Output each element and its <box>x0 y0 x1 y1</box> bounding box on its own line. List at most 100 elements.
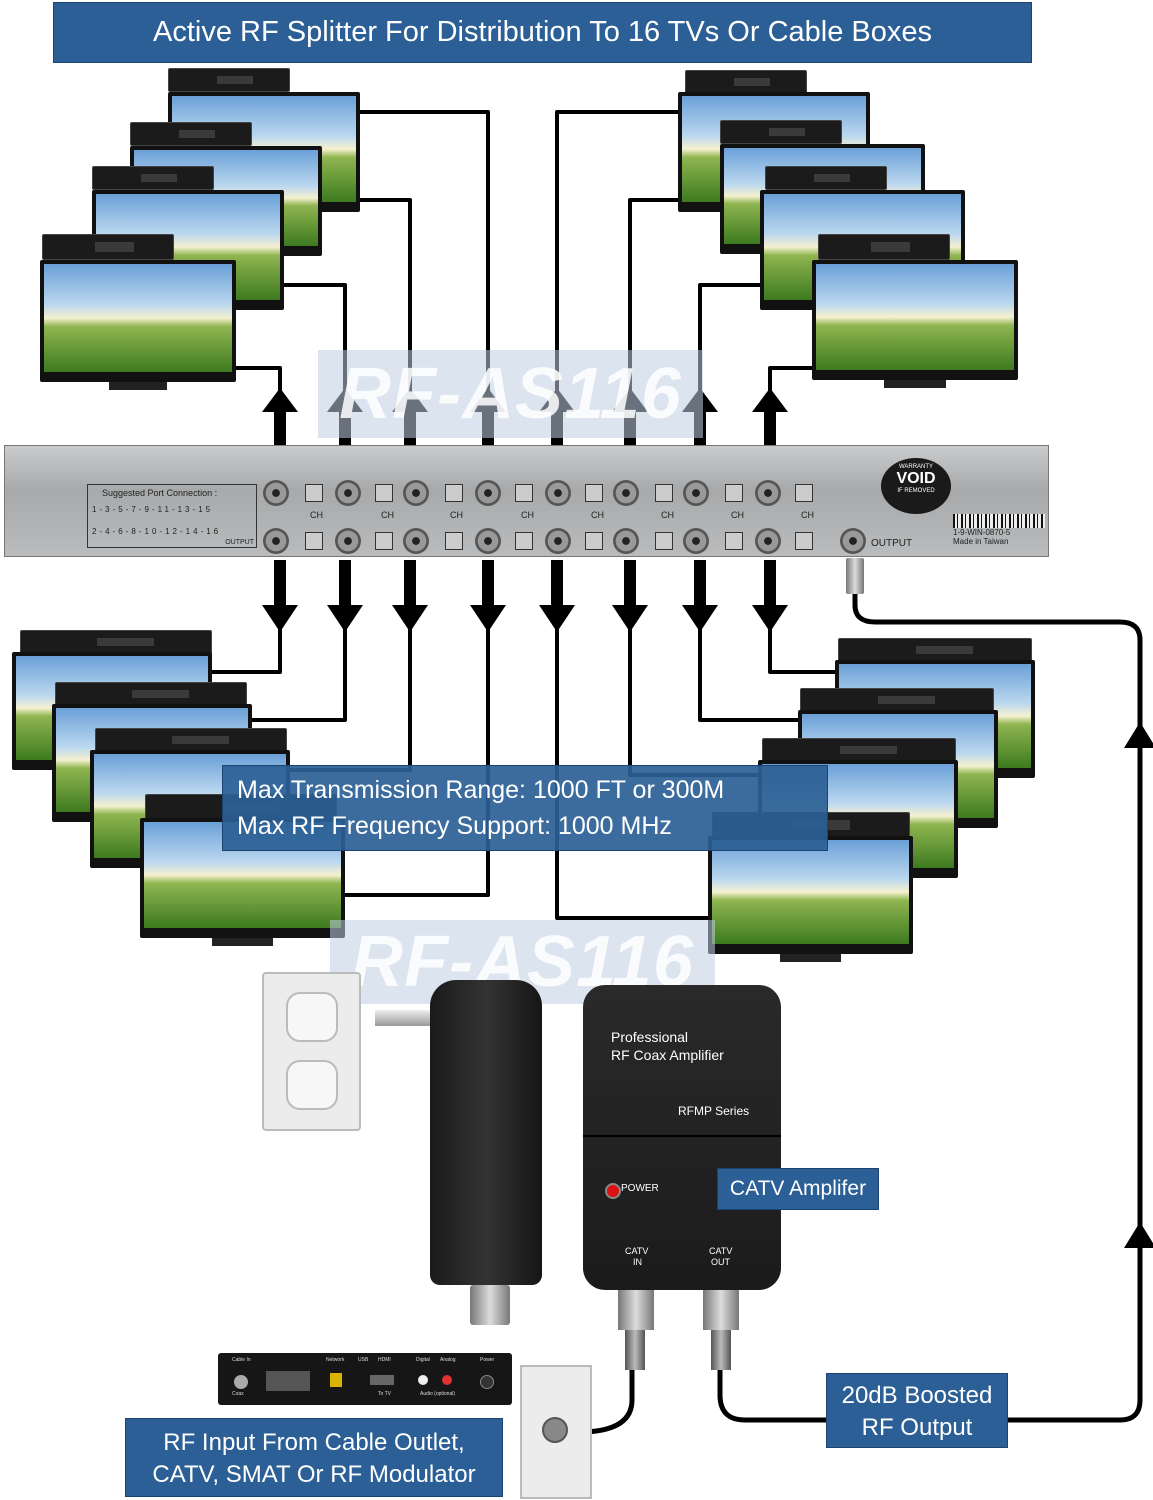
port-num: 13 <box>177 505 193 514</box>
cable-box-label: Audio (optional) <box>420 1391 456 1397</box>
cable-box-label: Coax <box>232 1391 244 1397</box>
down-arrow <box>612 560 648 632</box>
ch-label: CH <box>310 510 323 520</box>
port-num: 3 <box>105 505 113 514</box>
ch-label: CH <box>731 510 744 520</box>
ch-label: CH <box>521 510 534 520</box>
led-window <box>515 532 533 550</box>
return-arrow-up <box>1124 1222 1153 1248</box>
led-window <box>725 484 743 502</box>
port-num: 4 <box>105 527 113 536</box>
rf-input-label: RF Input From Cable Outlet, CATV, SMAT O… <box>125 1418 503 1497</box>
barcode-label: 1-9-WIN-0870-5 Made in Taiwan <box>953 514 1045 552</box>
tv <box>812 260 1018 388</box>
down-arrow <box>682 560 718 632</box>
set-top-box <box>20 630 212 654</box>
amp-brand-line1: Professional <box>611 1029 689 1045</box>
amp-series: RFMP Series <box>678 1104 750 1118</box>
set-top-box <box>838 638 1032 662</box>
watermark-model: RF-AS116 <box>318 350 703 438</box>
set-top-box <box>130 122 252 146</box>
suggested-bottom-ports: 2-4-6-8-10-12-14-16 <box>92 527 222 536</box>
coax-connector-icon <box>846 558 864 594</box>
led-window <box>375 484 393 502</box>
rf-splitter-rack: Suggested Port Connection : 1-3-5-7-9-11… <box>4 445 1049 557</box>
set-top-box <box>720 120 842 144</box>
down-arrow <box>470 560 506 632</box>
set-top-box <box>800 688 994 712</box>
rf-port <box>335 480 361 506</box>
led-window <box>795 532 813 550</box>
cable-box-label: Power <box>480 1357 495 1363</box>
cable-port-1 <box>230 366 282 400</box>
barcode-icon <box>953 514 1045 528</box>
rf-port <box>755 480 781 506</box>
led-window <box>795 484 813 502</box>
led-window <box>585 484 603 502</box>
suggested-top-ports: 1-3-5-7-9-11-13-15 <box>92 505 214 514</box>
tv <box>40 260 236 390</box>
led-window <box>445 532 463 550</box>
warranty-seal: WARRANTY VOID IF REMOVED <box>881 458 951 514</box>
spec-frequency: Max RF Frequency Support: 1000 MHz <box>237 812 672 840</box>
down-arrow <box>262 560 298 632</box>
port-num: 2 <box>92 527 100 536</box>
port-num: 14 <box>185 527 201 536</box>
specs-banner: Max Transmission Range: 1000 FT or 300M … <box>222 765 828 851</box>
catv-amplifier: Professional RF Coax Amplifier RFMP Seri… <box>583 985 781 1290</box>
set-top-box <box>55 682 247 706</box>
suggested-port-label: Suggested Port Connection : <box>102 488 218 498</box>
power-led-icon <box>605 1183 621 1199</box>
warranty-bottom-text: IF REMOVED <box>897 488 935 494</box>
amplifier-top-panel <box>583 985 781 1137</box>
down-arrow <box>327 560 363 632</box>
rf-port <box>335 528 361 554</box>
output-return-cable <box>717 580 1143 1423</box>
led-window <box>585 532 603 550</box>
catv-out-connector-icon <box>703 1290 739 1330</box>
port-num: 6 <box>118 527 126 536</box>
outlet-socket <box>286 992 338 1042</box>
void-text: VOID <box>896 470 936 487</box>
rf-port <box>263 528 289 554</box>
input-line2: CATV, SMAT Or RF Modulator <box>152 1461 476 1488</box>
port-num: 16 <box>206 527 222 536</box>
port-num: 7 <box>131 505 139 514</box>
down-arrow <box>392 560 428 632</box>
port-num: 10 <box>144 527 160 536</box>
led-window <box>655 484 673 502</box>
catv-in-label-2: IN <box>633 1257 642 1267</box>
set-top-box <box>95 728 287 752</box>
cable-box-label: To TV <box>378 1391 391 1397</box>
down-arrows <box>262 560 788 632</box>
rf-port <box>755 528 781 554</box>
rf-port <box>475 480 501 506</box>
audio-port-icon <box>442 1375 452 1385</box>
power-label: POWER <box>621 1183 659 1194</box>
cable-box: Cable In Coax Network USB HDMI To TV Dig… <box>218 1353 512 1405</box>
port-num: 9 <box>144 505 152 514</box>
title-banner: Active RF Splitter For Distribution To 1… <box>53 2 1032 63</box>
rf-port <box>613 480 639 506</box>
cable-box-label: USB <box>358 1357 369 1363</box>
cable-box-label: Cable In <box>232 1357 251 1363</box>
led-window <box>445 484 463 502</box>
catv-amplifier-caption: CATV Amplifer <box>717 1168 879 1210</box>
rf-port <box>475 528 501 554</box>
set-top-box <box>818 234 950 260</box>
audio-port-icon <box>418 1375 428 1385</box>
rf-port <box>403 528 429 554</box>
input-line1: RF Input From Cable Outlet, <box>163 1429 465 1456</box>
hdmi-port-icon <box>370 1375 394 1385</box>
set-top-box <box>42 234 174 260</box>
set-top-box <box>92 166 214 190</box>
set-top-box <box>685 70 807 94</box>
boosted-line2: RF Output <box>861 1414 973 1441</box>
output-port-label: OUTPUT <box>871 538 913 549</box>
ch-label: CH <box>381 510 394 520</box>
serial-number: 1-9-WIN-0870-5 <box>953 528 1011 537</box>
cable-port-16 <box>768 625 840 674</box>
cable-port-6 <box>290 625 412 772</box>
ch-label: CH <box>450 510 463 520</box>
cable-port-9 <box>555 110 685 400</box>
